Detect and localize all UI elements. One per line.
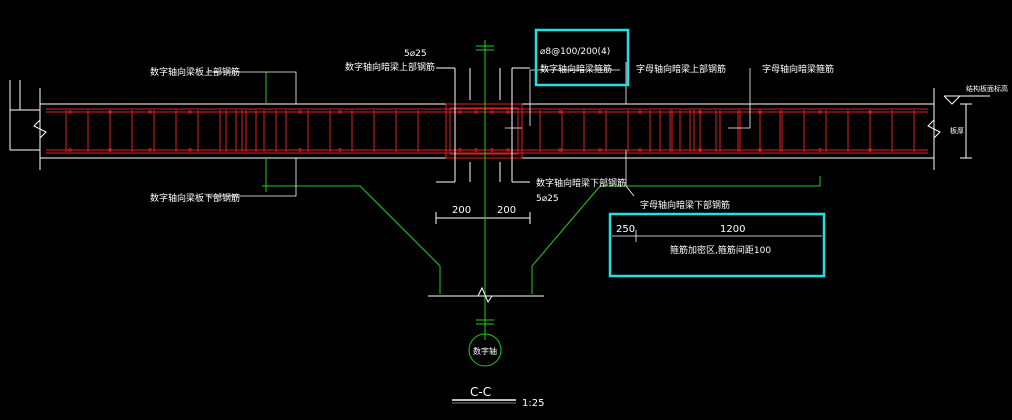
rebar-dot <box>506 148 510 152</box>
rebar-dot <box>490 110 494 114</box>
main-rebars <box>46 108 928 154</box>
rebar-dot <box>68 148 72 152</box>
label-bottom-left: 数字轴向梁板下部钢筋 <box>150 192 240 204</box>
rebar-dot <box>698 110 702 114</box>
rebar-dot <box>698 148 702 152</box>
rebar-dot <box>638 110 642 114</box>
label-letter-axis-bottom: 字母轴向暗梁下部钢筋 <box>640 199 730 211</box>
rebar-dot <box>818 148 822 152</box>
rebar-dot <box>148 110 152 114</box>
rebar-dot <box>68 110 72 114</box>
dim-250: 250 <box>616 224 635 235</box>
rebar-dot <box>298 148 302 152</box>
rebar-dot <box>458 110 462 114</box>
label-bottom-bar-count: 5⌀25 <box>536 194 559 204</box>
rebar-dot <box>758 148 762 152</box>
rebar-dot <box>638 148 642 152</box>
rebar-dot <box>558 148 562 152</box>
label-right-stirrup: 字母轴向暗梁箍筋 <box>762 63 834 75</box>
label-stirrup-spec: ⌀8@100/200(4) <box>540 47 610 57</box>
axis-lines <box>262 40 821 367</box>
encryption-highlight-box <box>608 212 826 278</box>
rebar-dot <box>598 148 602 152</box>
rebar-dot <box>868 148 872 152</box>
rebar-dot <box>818 110 822 114</box>
axis-bubble-label: 数字轴 <box>473 346 497 356</box>
label-right-height: 板厚 <box>950 126 964 135</box>
rebar-dot <box>458 148 462 152</box>
rebar-dot <box>490 148 494 152</box>
column-zone <box>435 67 531 224</box>
rebar-dot <box>338 148 342 152</box>
foundation-base <box>428 286 544 304</box>
label-top-left: 数字轴向梁板上部钢筋 <box>150 66 240 78</box>
label-stirrup-desc: 数字轴向暗梁箍筋 <box>540 63 612 75</box>
rebar-dot <box>108 148 112 152</box>
encryption-note: 箍筋加密区,箍筋间距100 <box>670 244 771 256</box>
bar-dots <box>68 110 872 152</box>
rebar-dot <box>188 148 192 152</box>
stirrup-highlight-box <box>534 28 630 87</box>
rebar-dot <box>474 148 478 152</box>
rebar-dot <box>868 110 872 114</box>
dim-200-right: 200 <box>497 205 516 216</box>
leader-lines <box>206 62 751 197</box>
rebar-dot <box>108 110 112 114</box>
rebar-dot <box>148 148 152 152</box>
label-num-axis-top: 数字轴向暗梁上部钢筋 <box>345 61 435 73</box>
rebar-dot <box>598 110 602 114</box>
rebar-dot <box>758 110 762 114</box>
rebar-dot <box>298 110 302 114</box>
dim-1200: 1200 <box>720 224 745 235</box>
label-num-axis-bottom: 数字轴向暗梁下部钢筋 <box>536 177 626 189</box>
rebar-dot <box>474 110 478 114</box>
label-right-edge: 结构板面标高 <box>966 84 1008 93</box>
rebar-dot <box>506 110 510 114</box>
rebar-dot <box>338 110 342 114</box>
label-top-bar-count: 5⌀25 <box>404 49 427 59</box>
section-title: C-C <box>470 385 491 399</box>
rebar-dot <box>188 110 192 114</box>
rebar-dot <box>558 110 562 114</box>
stirrup-group <box>65 110 915 152</box>
label-letter-axis-top: 字母轴向暗梁上部钢筋 <box>636 63 726 75</box>
dim-200-left: 200 <box>452 205 471 216</box>
section-scale: 1:25 <box>522 398 544 409</box>
